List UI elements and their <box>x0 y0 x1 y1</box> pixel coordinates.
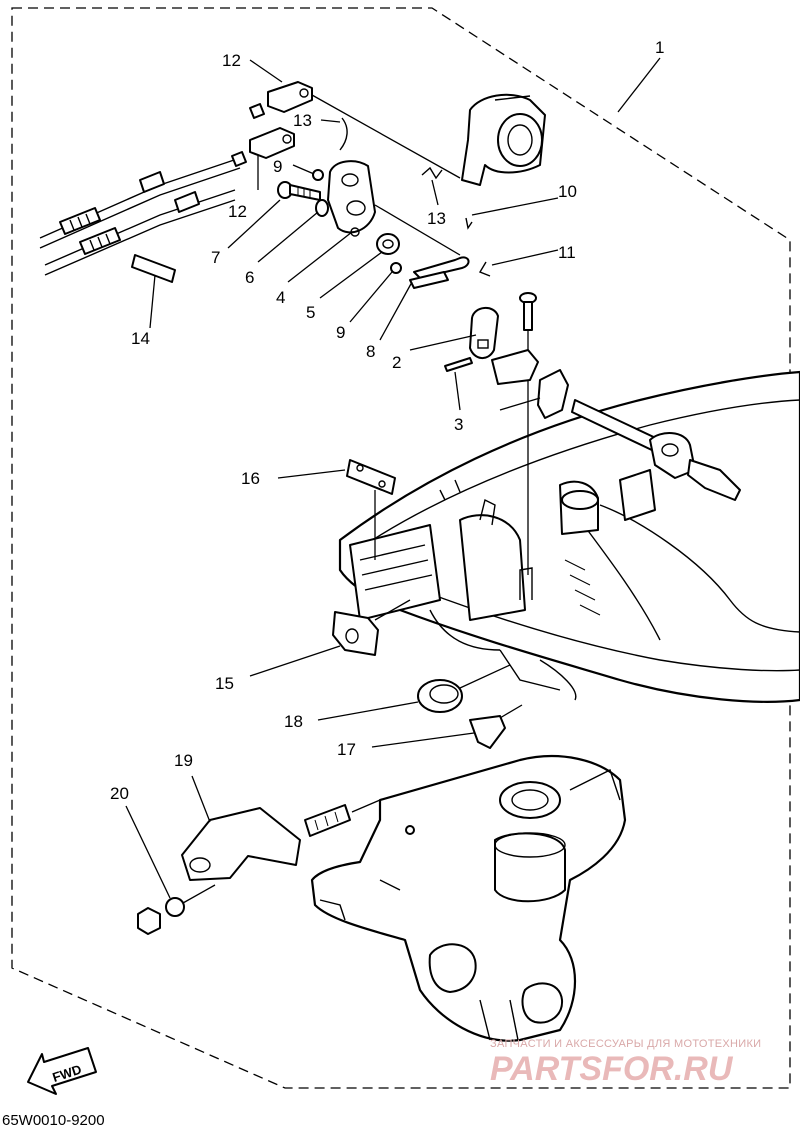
callout-9-upper: 9 <box>273 157 282 176</box>
part-6-washer <box>315 199 329 217</box>
fwd-arrow-icon: FWD <box>27 1047 97 1095</box>
callout-18: 18 <box>284 712 303 731</box>
callout-8: 8 <box>366 342 375 361</box>
callout-5: 5 <box>306 303 315 322</box>
callout-7: 7 <box>211 248 220 267</box>
small-bracket <box>491 349 539 385</box>
part-15-clamp <box>332 599 411 656</box>
part-18-grommet <box>417 664 511 713</box>
callout-12-upper: 12 <box>222 51 241 70</box>
callout-14: 14 <box>131 329 150 348</box>
part-12-cable-joint-lower <box>231 127 295 167</box>
part-17-stopper <box>469 704 523 749</box>
part-12-cable-joint-upper <box>249 81 313 119</box>
control-cables <box>39 157 241 276</box>
drawing-code: 65W0010-9200 <box>2 1112 105 1129</box>
callout-13-lower: 13 <box>427 209 446 228</box>
callout-20: 20 <box>110 784 129 803</box>
steering-bracket-assembly <box>310 754 627 1042</box>
watermark-tagline: ЗАПЧАСТИ И АКСЕССУАРЫ ДЛЯ МОТОТЕХНИКИ <box>490 1038 761 1050</box>
part-13-clip-lower <box>421 166 443 180</box>
callout-2: 2 <box>392 353 401 372</box>
callout-10: 10 <box>558 182 577 201</box>
callout-19: 19 <box>174 751 193 770</box>
part-10-pin <box>465 217 473 230</box>
callout-15: 15 <box>215 674 234 693</box>
part-5-collar <box>376 233 400 255</box>
throttle-cam <box>461 93 546 186</box>
link-rod <box>413 256 470 279</box>
part-2-lever <box>469 307 499 359</box>
screw-top <box>519 292 537 575</box>
part-20-nut <box>137 907 161 935</box>
callout-4: 4 <box>276 288 285 307</box>
part-3-pin <box>444 357 473 372</box>
callout-16: 16 <box>241 469 260 488</box>
part-19-bracket <box>181 799 381 881</box>
part-7-bolt <box>277 181 321 201</box>
callout-11: 11 <box>558 243 576 262</box>
part-9-washer-upper <box>312 169 324 181</box>
part-13-clip-upper <box>339 117 348 151</box>
part-14-label-plate <box>131 254 176 283</box>
assembly-boundary <box>11 7 791 1089</box>
part-20-washer <box>165 897 185 917</box>
callout-6: 6 <box>245 268 254 287</box>
callout-12-lower: 12 <box>228 202 247 221</box>
callout-1: 1 <box>655 38 664 57</box>
callout-17: 17 <box>337 740 356 759</box>
part-9-washer-lower <box>390 262 402 274</box>
callout-9-lower: 9 <box>336 323 345 342</box>
part-16-plate <box>346 459 396 560</box>
shift-rod <box>499 369 741 501</box>
part-11-clip <box>478 261 491 277</box>
watermark-brand: PARTSFOR.RU <box>490 1050 734 1088</box>
callout-13-upper: 13 <box>293 111 312 130</box>
part-8-link <box>409 271 449 289</box>
callout-3: 3 <box>454 415 463 434</box>
part-4-lever <box>327 160 376 237</box>
bottom-cowling-frame <box>338 370 800 703</box>
watermark: ЗАПЧАСТИ И АКСЕССУАРЫ ДЛЯ МОТОТЕХНИКИ PA… <box>490 1038 761 1088</box>
leader-lines <box>125 57 661 899</box>
callouts: 1 2 3 4 5 6 7 8 9 9 10 11 12 12 13 13 14… <box>110 38 664 803</box>
